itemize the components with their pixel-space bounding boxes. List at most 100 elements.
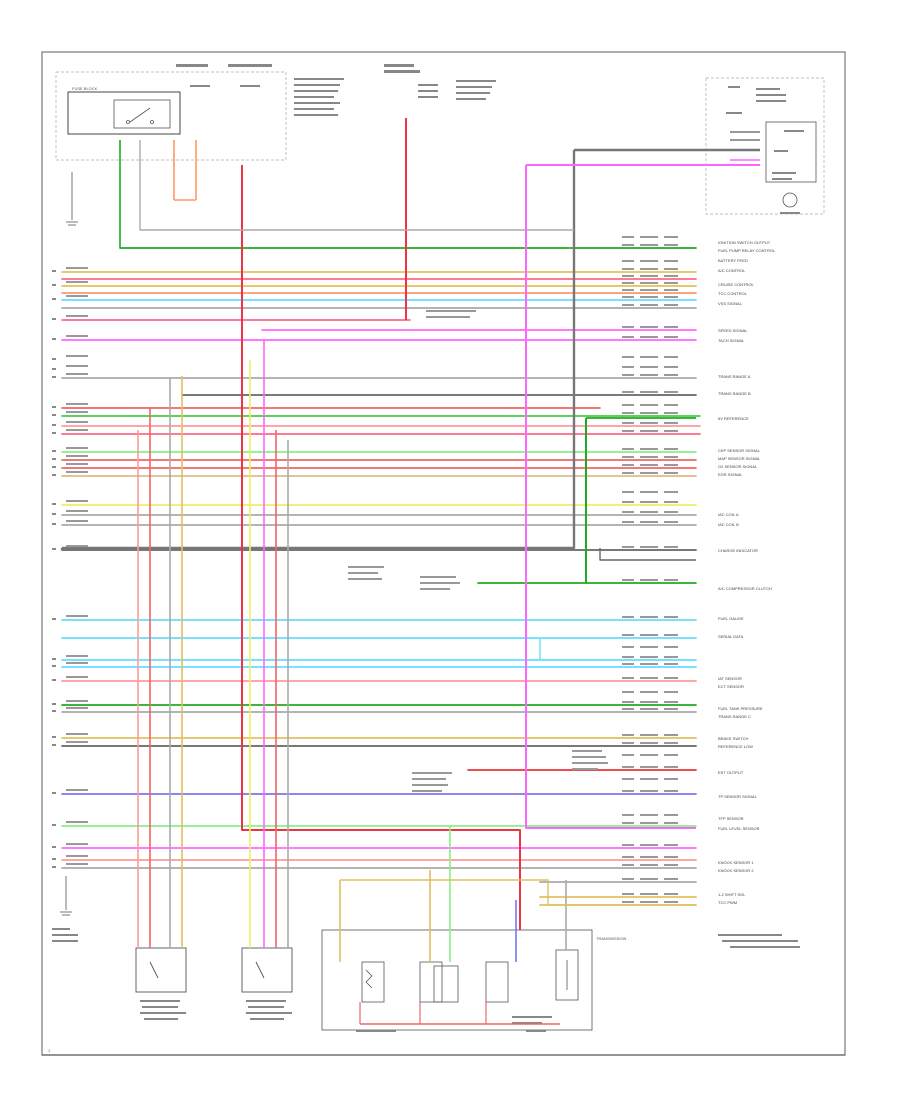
pin-code-mark <box>622 663 634 665</box>
left-connector-marks <box>52 267 608 868</box>
pin-number-mark <box>664 663 678 665</box>
pcm-pin-label: CKP SENSOR SIGNAL <box>718 448 761 453</box>
pcm-pin-label: TACH SIGNAL <box>718 338 745 343</box>
left-pin-mark <box>52 270 56 272</box>
pcm-pin-label: ECT SENSOR <box>718 684 744 689</box>
left-pin-mark <box>52 318 56 320</box>
pin-number-mark <box>664 856 678 858</box>
annotation-mark <box>572 768 598 770</box>
left-pin-mark <box>52 792 56 794</box>
wire-color-mark <box>640 244 658 246</box>
left-pin-mark <box>52 432 56 434</box>
wire-color-mark <box>640 778 658 780</box>
left-wire-color-mark <box>66 403 88 405</box>
pin-number-mark <box>664 430 678 432</box>
wire-color-mark <box>640 391 658 393</box>
pin-number-mark <box>664 472 678 474</box>
wire-color-mark <box>640 656 658 658</box>
pin-number-mark <box>664 878 678 880</box>
pin-number-mark <box>664 404 678 406</box>
fuel-pump-box <box>765 121 817 208</box>
pcm-pin-label: FUEL LEVEL SENSOR <box>718 826 760 831</box>
left-pin-mark <box>52 866 56 868</box>
left-pin-mark <box>52 298 56 300</box>
pcm-pin-label: FUEL PUMP RELAY CONTROL <box>718 248 776 253</box>
pcm-pin-label: EST OUTPUT <box>718 770 744 775</box>
annotation-mark <box>572 750 602 752</box>
trans-temp-sensor <box>555 949 579 1001</box>
wire-color-mark <box>640 901 658 903</box>
wire-color-mark <box>640 304 658 306</box>
trans-wire <box>340 879 696 906</box>
wire-color-mark <box>640 282 658 284</box>
pin-number-mark <box>664 366 678 368</box>
pin-code-mark <box>622 412 634 414</box>
pin-number-mark <box>664 422 678 424</box>
left-wire-color-mark <box>66 707 88 709</box>
wire-color-mark <box>640 634 658 636</box>
wire-color-mark <box>640 491 658 493</box>
left-wire-color-mark <box>66 545 88 547</box>
left-pin-mark <box>52 358 56 360</box>
left-pin-mark <box>52 503 56 505</box>
wire-color-mark <box>640 708 658 710</box>
wire-color-mark <box>640 289 658 291</box>
left-pin-mark <box>52 406 56 408</box>
pin-code-mark <box>622 404 634 406</box>
pin-code-mark <box>622 456 634 458</box>
left-pin-mark <box>52 458 56 460</box>
wire-color-mark <box>640 268 658 270</box>
left-wire-color-mark <box>66 455 88 457</box>
fuse-block-outline <box>55 71 287 161</box>
left-wire-color-mark <box>66 655 88 657</box>
pin-code-mark <box>622 856 634 858</box>
wire-color-mark <box>640 734 658 736</box>
pin-number-mark <box>664 511 678 513</box>
pin-code-mark <box>622 734 634 736</box>
annotation-mark <box>348 566 384 568</box>
pin-number-mark <box>664 282 678 284</box>
pin-number-mark <box>664 708 678 710</box>
pin-number-mark <box>664 691 678 693</box>
pin-number-mark <box>664 646 678 648</box>
annotation-mark <box>572 756 606 758</box>
pin-code-mark <box>622 878 634 880</box>
pin-number-mark <box>664 546 678 548</box>
pin-code-mark <box>622 289 634 291</box>
wire-color-mark <box>640 501 658 503</box>
pin-code-mark <box>622 422 634 424</box>
left-pin-mark <box>52 658 56 660</box>
pin-code-mark <box>622 391 634 393</box>
pin-code-mark <box>622 814 634 816</box>
pin-number-mark <box>664 754 678 756</box>
left-wire-color-mark <box>66 463 88 465</box>
wire-color-mark <box>640 893 658 895</box>
left-wire-color-mark <box>66 843 88 845</box>
pin-code-mark <box>622 491 634 493</box>
left-wire-color-mark <box>66 821 88 823</box>
dark-wire <box>599 548 696 561</box>
left-pin-mark <box>52 523 56 525</box>
pin-code-mark <box>622 282 634 284</box>
left-pin-mark <box>52 824 56 826</box>
pin-code-mark <box>622 901 634 903</box>
pin-number-mark <box>664 448 678 450</box>
annotation-mark <box>412 778 446 780</box>
wire-color-mark <box>640 448 658 450</box>
wire-color-mark <box>640 412 658 414</box>
pcm-pin-label: MAP SENSOR SIGNAL <box>718 456 761 461</box>
lh-o2-sensor <box>135 947 187 993</box>
pin-code-mark <box>622 708 634 710</box>
left-pin-mark <box>52 424 56 426</box>
pin-number-mark <box>664 701 678 703</box>
wire-color-mark <box>640 511 658 513</box>
pin-code-mark <box>622 579 634 581</box>
wire-color-mark <box>640 844 658 846</box>
pin-number-mark <box>664 412 678 414</box>
wire-color-mark <box>640 822 658 824</box>
pin-code-mark <box>622 448 634 450</box>
fuse-relay-switch <box>113 99 171 129</box>
annotation-mark <box>420 576 456 578</box>
pin-number-mark <box>664 864 678 866</box>
